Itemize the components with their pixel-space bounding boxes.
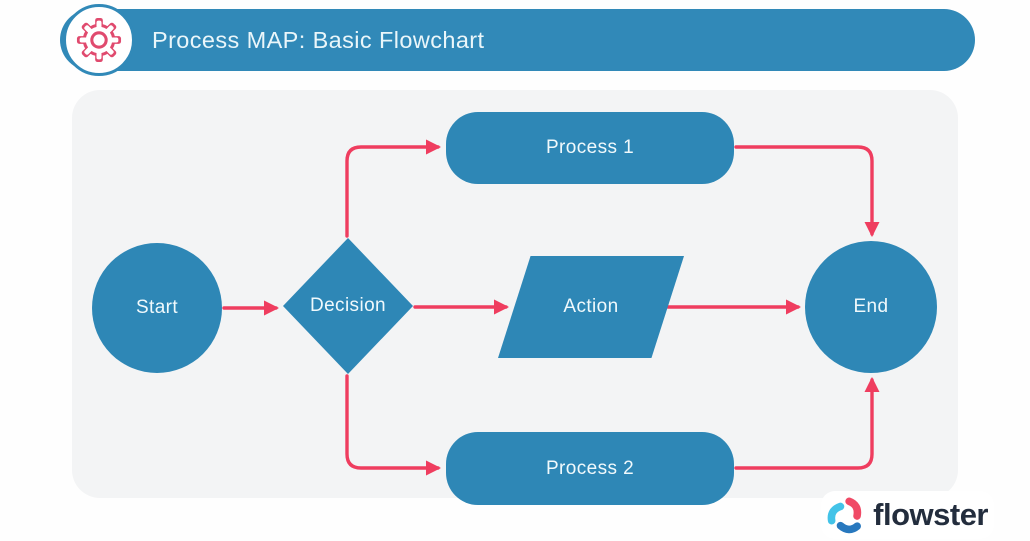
page-title: Process MAP: Basic Flowchart	[152, 26, 485, 53]
brand-lockup: flowster	[821, 491, 994, 539]
node-start: Start	[92, 243, 222, 373]
node-process1: Process 1	[446, 112, 734, 184]
node-process1-label: Process 1	[545, 137, 635, 158]
node-end-label: End	[853, 296, 889, 317]
brand-name: flowster	[873, 497, 988, 532]
node-process2: Process 2	[446, 432, 734, 505]
node-action: Action	[498, 256, 684, 358]
flowster-logo-icon	[827, 497, 862, 534]
node-end: End	[805, 241, 937, 373]
node-process2-label: Process 2	[545, 457, 635, 479]
node-decision-label: Decision	[309, 295, 387, 316]
node-start-label: Start	[135, 297, 179, 318]
gear-icon	[76, 17, 122, 63]
node-action-label: Action	[563, 296, 619, 317]
gear-badge	[63, 4, 135, 76]
header-bar: Process MAP: Basic Flowchart	[60, 9, 975, 71]
